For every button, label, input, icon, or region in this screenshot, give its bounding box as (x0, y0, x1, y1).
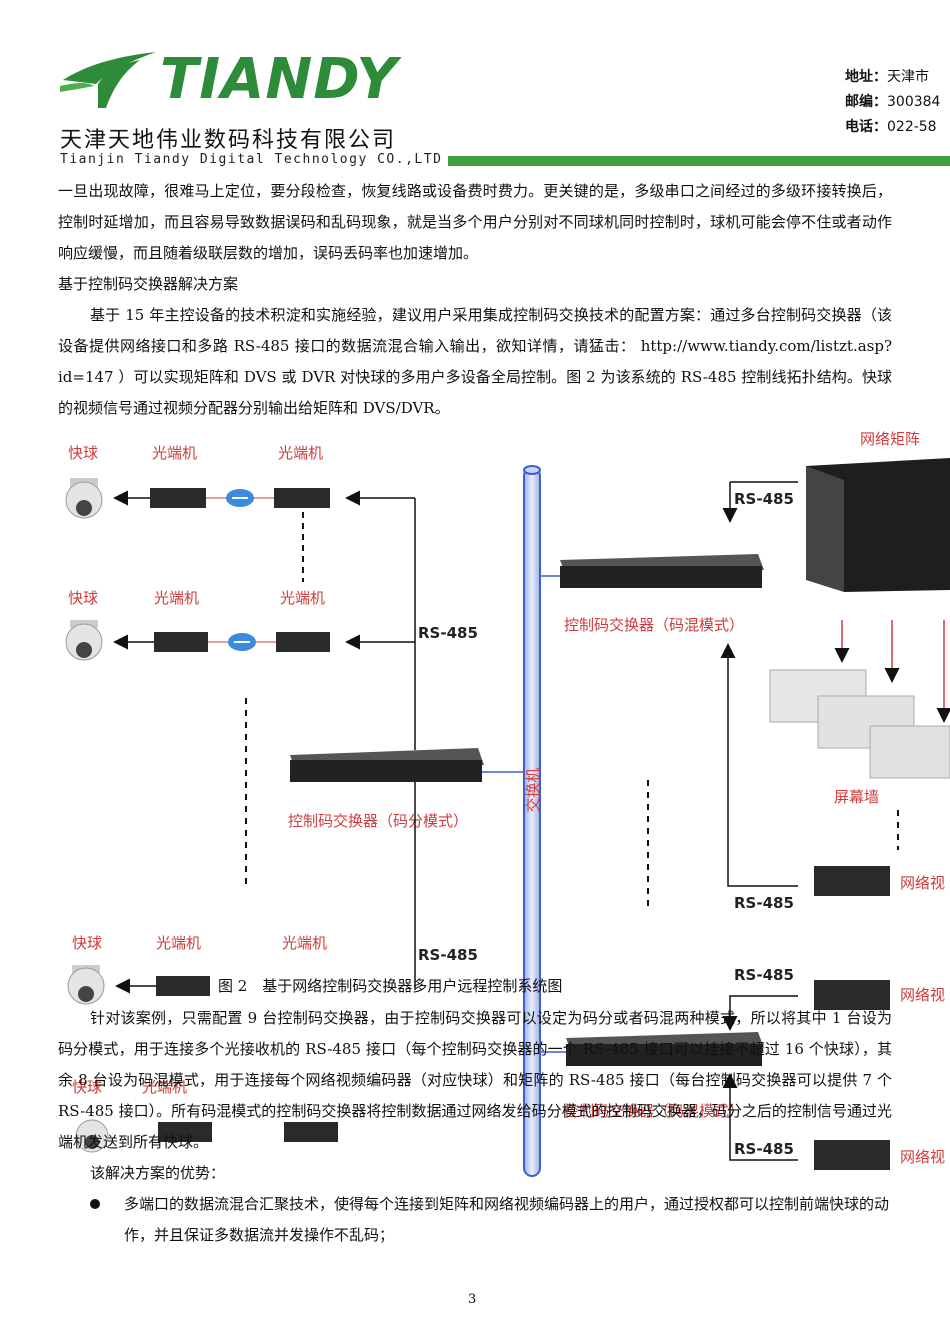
tiandy-leaf-logo-icon (60, 52, 156, 108)
contact-phone: 电话：022-58 (845, 116, 937, 136)
switch-mix-mode-lower-label: 控制码交换器（码混模式） (564, 1102, 744, 1120)
figure-caption: 图 2 基于网络控制码交换器多用户远程控制系统图 (218, 977, 563, 995)
optical-transceiver-2a-icon (154, 632, 208, 652)
rs485-label-right-middle: RS-485 (734, 894, 794, 912)
encoder-label-1: 网络视 (900, 874, 945, 892)
rs485-label-left-bottom: RS-485 (418, 946, 478, 964)
rs485-label-left-top: RS-485 (418, 624, 478, 642)
optical-label-3a: 光端机 (156, 934, 201, 952)
optical-label-2b: 光端机 (280, 589, 325, 607)
phone-label: 电话： (845, 119, 887, 135)
optical-transceiver-2b-icon (276, 632, 330, 652)
dome-camera-4-icon (75, 1119, 109, 1153)
postcode-value: 300384 (887, 94, 941, 110)
optical-transceiver-3a-icon (156, 976, 210, 996)
optical-transceiver-4b-icon (284, 1122, 338, 1142)
paragraph-solution-text: 基于 15 年主控设备的技术积淀和实施经验，建议用户采用集成控制码交换技术的配置… (58, 306, 892, 355)
encoder-label-2: 网络视 (900, 986, 945, 1004)
bullet-text-1: 多端口的数据流混合汇聚技术，使得每个连接到矩阵和网络视频编码器上的用户，通过授权… (124, 1195, 890, 1244)
dome-label-4: 快球 (72, 1078, 102, 1096)
dome-label-1: 快球 (68, 444, 98, 462)
optical-label-1b: 光端机 (278, 444, 323, 462)
header-green-rule (448, 156, 950, 166)
optical-transceiver-1b-icon (274, 488, 330, 508)
contact-postcode: 邮编：300384 (845, 91, 940, 111)
system-topology-diagram: 交换机 快球 光端机 光端机 快球 光端机 光端机 RS-485 控制码交换器（… (65, 430, 950, 1177)
switch-mix-mode-label: 控制码交换器（码混模式） (564, 616, 744, 634)
video-wall-label: 屏幕墙 (834, 788, 879, 806)
postcode-label: 邮编： (845, 94, 887, 110)
company-name-en: Tianjin Tiandy Digital Technology CO.,LT… (60, 152, 443, 167)
fiber-link-2-icon (228, 633, 256, 651)
optical-label-3b: 光端机 (282, 934, 327, 952)
optical-transceiver-1a-icon (150, 488, 206, 508)
network-encoder-3-icon (814, 1140, 890, 1170)
dome-label-2: 快球 (68, 589, 98, 607)
control-switch-mix-mode-lower-icon (566, 1032, 764, 1066)
company-name-cn: 天津天地伟业数码科技有限公司 (60, 128, 397, 153)
paragraph-solution-intro: 基于 15 年主控设备的技术积淀和实施经验，建议用户采用集成控制码交换技术的配置… (58, 300, 892, 424)
optical-label-2a: 光端机 (154, 589, 199, 607)
fiber-link-1-icon (226, 489, 254, 507)
optical-label-4a: 光端机 (142, 1078, 187, 1096)
address-value: 天津市 (887, 69, 929, 85)
network-encoder-2-icon (814, 980, 890, 1010)
dome-label-3: 快球 (72, 934, 102, 952)
page-number: 3 (468, 1292, 477, 1307)
control-switch-mix-mode-icon (560, 554, 764, 588)
paragraph-advantages-heading: 该解决方案的优势： (90, 1164, 226, 1182)
optical-transceiver-4a-icon (158, 1122, 212, 1142)
dome-camera-3-icon (67, 965, 105, 1005)
section-heading-solution: 基于控制码交换器解决方案 (58, 275, 239, 293)
encoder-label-3: 网络视 (900, 1148, 945, 1166)
rs485-label-right-top: RS-485 (734, 490, 794, 508)
bullet-dot-icon (90, 1199, 100, 1209)
network-matrix-icon (806, 458, 950, 592)
optical-label-1a: 光端机 (152, 444, 197, 462)
paragraph-case-config: 针对该案例，只需配置 9 台控制码交换器，由于控制码交换器可以设定为码分或者码混… (58, 1009, 892, 1151)
network-switch-label: 交换机 (524, 767, 542, 812)
dome-camera-2-icon (65, 620, 103, 661)
switch-split-mode-label: 控制码交换器（码分模式） (288, 812, 468, 830)
control-switch-split-mode-icon (290, 748, 484, 782)
contact-address: 地址：天津市 (845, 66, 929, 86)
logo-wordmark: TIANDY (160, 47, 398, 112)
phone-value: 022-58 (887, 119, 937, 135)
rs485-label-right-bottom: RS-485 (734, 1140, 794, 1158)
video-wall-keyboards-icon (769, 669, 950, 779)
network-encoder-1-icon (814, 866, 890, 896)
dome-camera-1-icon (65, 478, 103, 519)
network-switch-pipe (523, 465, 541, 1177)
paragraph-fault-description: 一旦出现故障，很难马上定位，要分段检查，恢复线路或设备费时费力。更关键的是，多级… (58, 182, 892, 262)
address-label: 地址： (845, 69, 887, 85)
paragraph-solution-link-text: http://www.tiandy.com/listzt.asp?id=147 … (58, 337, 892, 417)
rs485-label-right-lower: RS-485 (734, 966, 794, 984)
matrix-label: 网络矩阵 (860, 430, 920, 448)
